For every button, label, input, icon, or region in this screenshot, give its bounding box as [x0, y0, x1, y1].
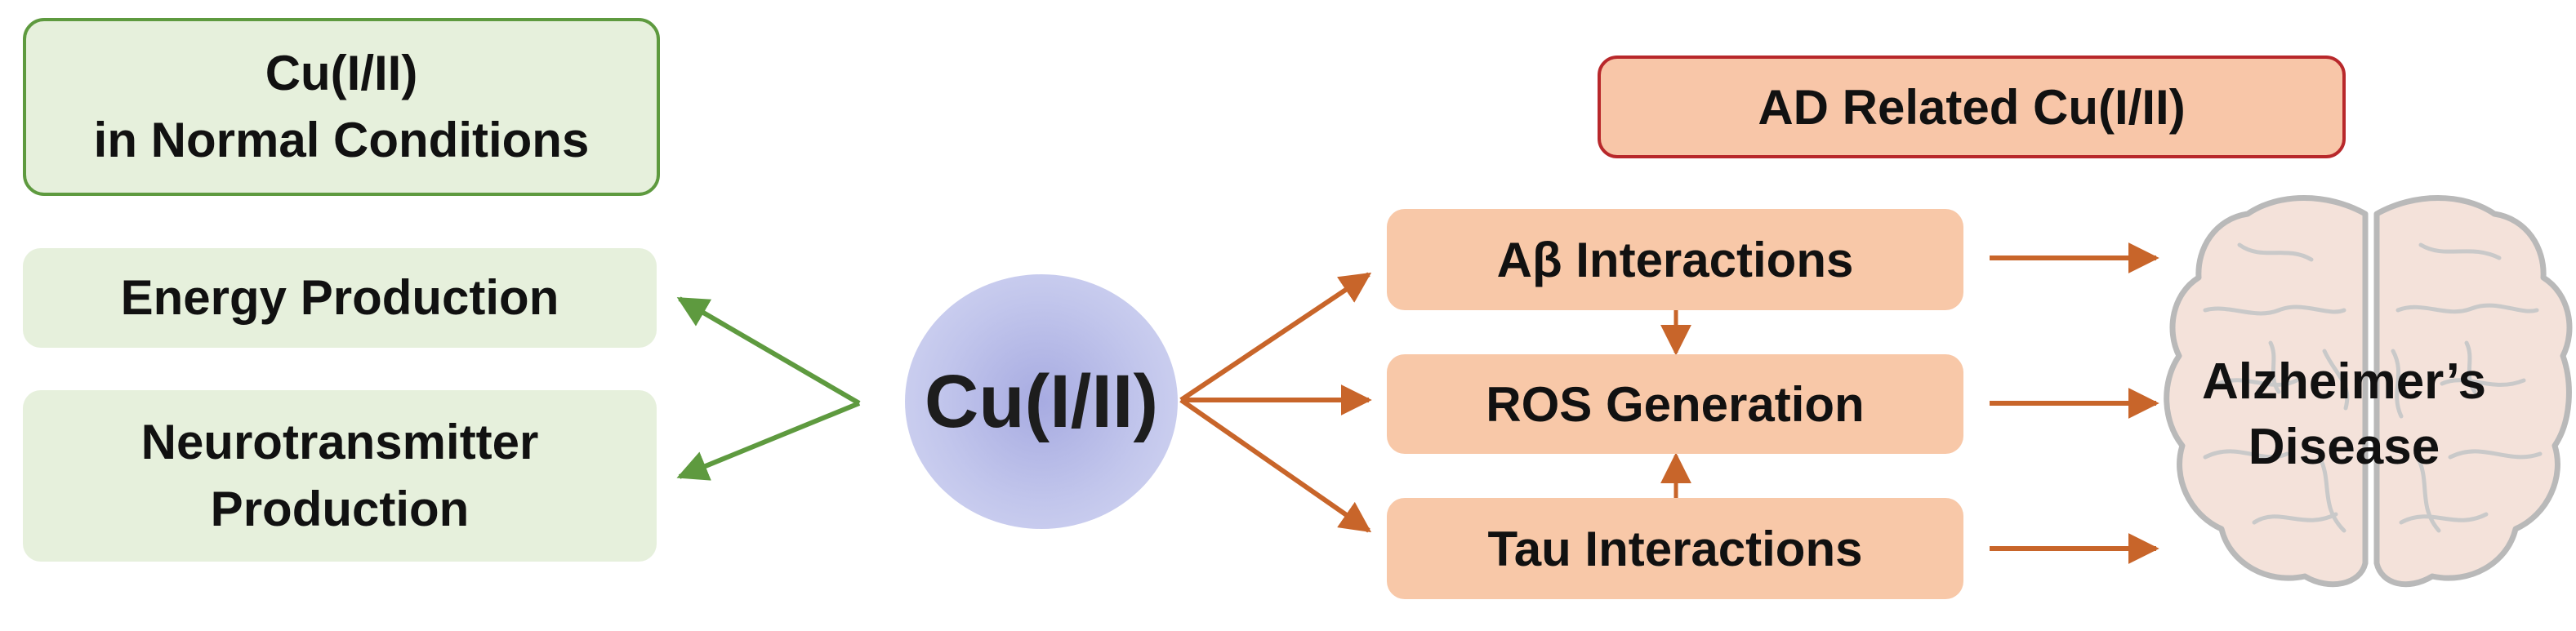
normal-conditions-title: Cu(I/II) in Normal Conditions [23, 18, 660, 196]
brain-label-line1: Alzheimer’s [2201, 353, 2487, 410]
neurotransmitter-line2: Production [210, 482, 470, 536]
arrow-to-tau [1179, 398, 1372, 533]
neurotransmitter-line1: Neurotransmitter [140, 415, 539, 469]
energy-production-box: Energy Production [23, 248, 657, 348]
brain-label-line2: Disease [2248, 419, 2440, 475]
brain-icon [2164, 195, 2573, 588]
normal-title-line1: Cu(I/II) [265, 46, 418, 100]
ad-related-title: AD Related Cu(I/II) [1598, 56, 2346, 158]
ros-generation-box: ROS Generation [1387, 354, 1963, 454]
ad-related-title-label: AD Related Cu(I/II) [1758, 79, 2186, 135]
arrow-to-energy [676, 296, 861, 406]
tau-interactions-label: Tau Interactions [1487, 521, 1863, 576]
abeta-interactions-box: Aβ Interactions [1387, 209, 1963, 310]
copper-label: Cu(I/II) [924, 359, 1159, 443]
arrow-to-abeta [1179, 272, 1372, 402]
copper-circle: Cu(I/II) [905, 274, 1178, 529]
neurotransmitter-production-box: Neurotransmitter Production [23, 390, 657, 562]
normal-title-line2: in Normal Conditions [93, 113, 590, 167]
tau-interactions-box: Tau Interactions [1387, 498, 1963, 599]
abeta-interactions-label: Aβ Interactions [1496, 232, 1854, 287]
energy-production-label: Energy Production [120, 270, 559, 325]
alzheimers-disease-label: Alzheimer’s Disease [2156, 349, 2532, 480]
arrow-to-neurotransmitter [676, 401, 861, 481]
ros-generation-label: ROS Generation [1486, 376, 1865, 432]
